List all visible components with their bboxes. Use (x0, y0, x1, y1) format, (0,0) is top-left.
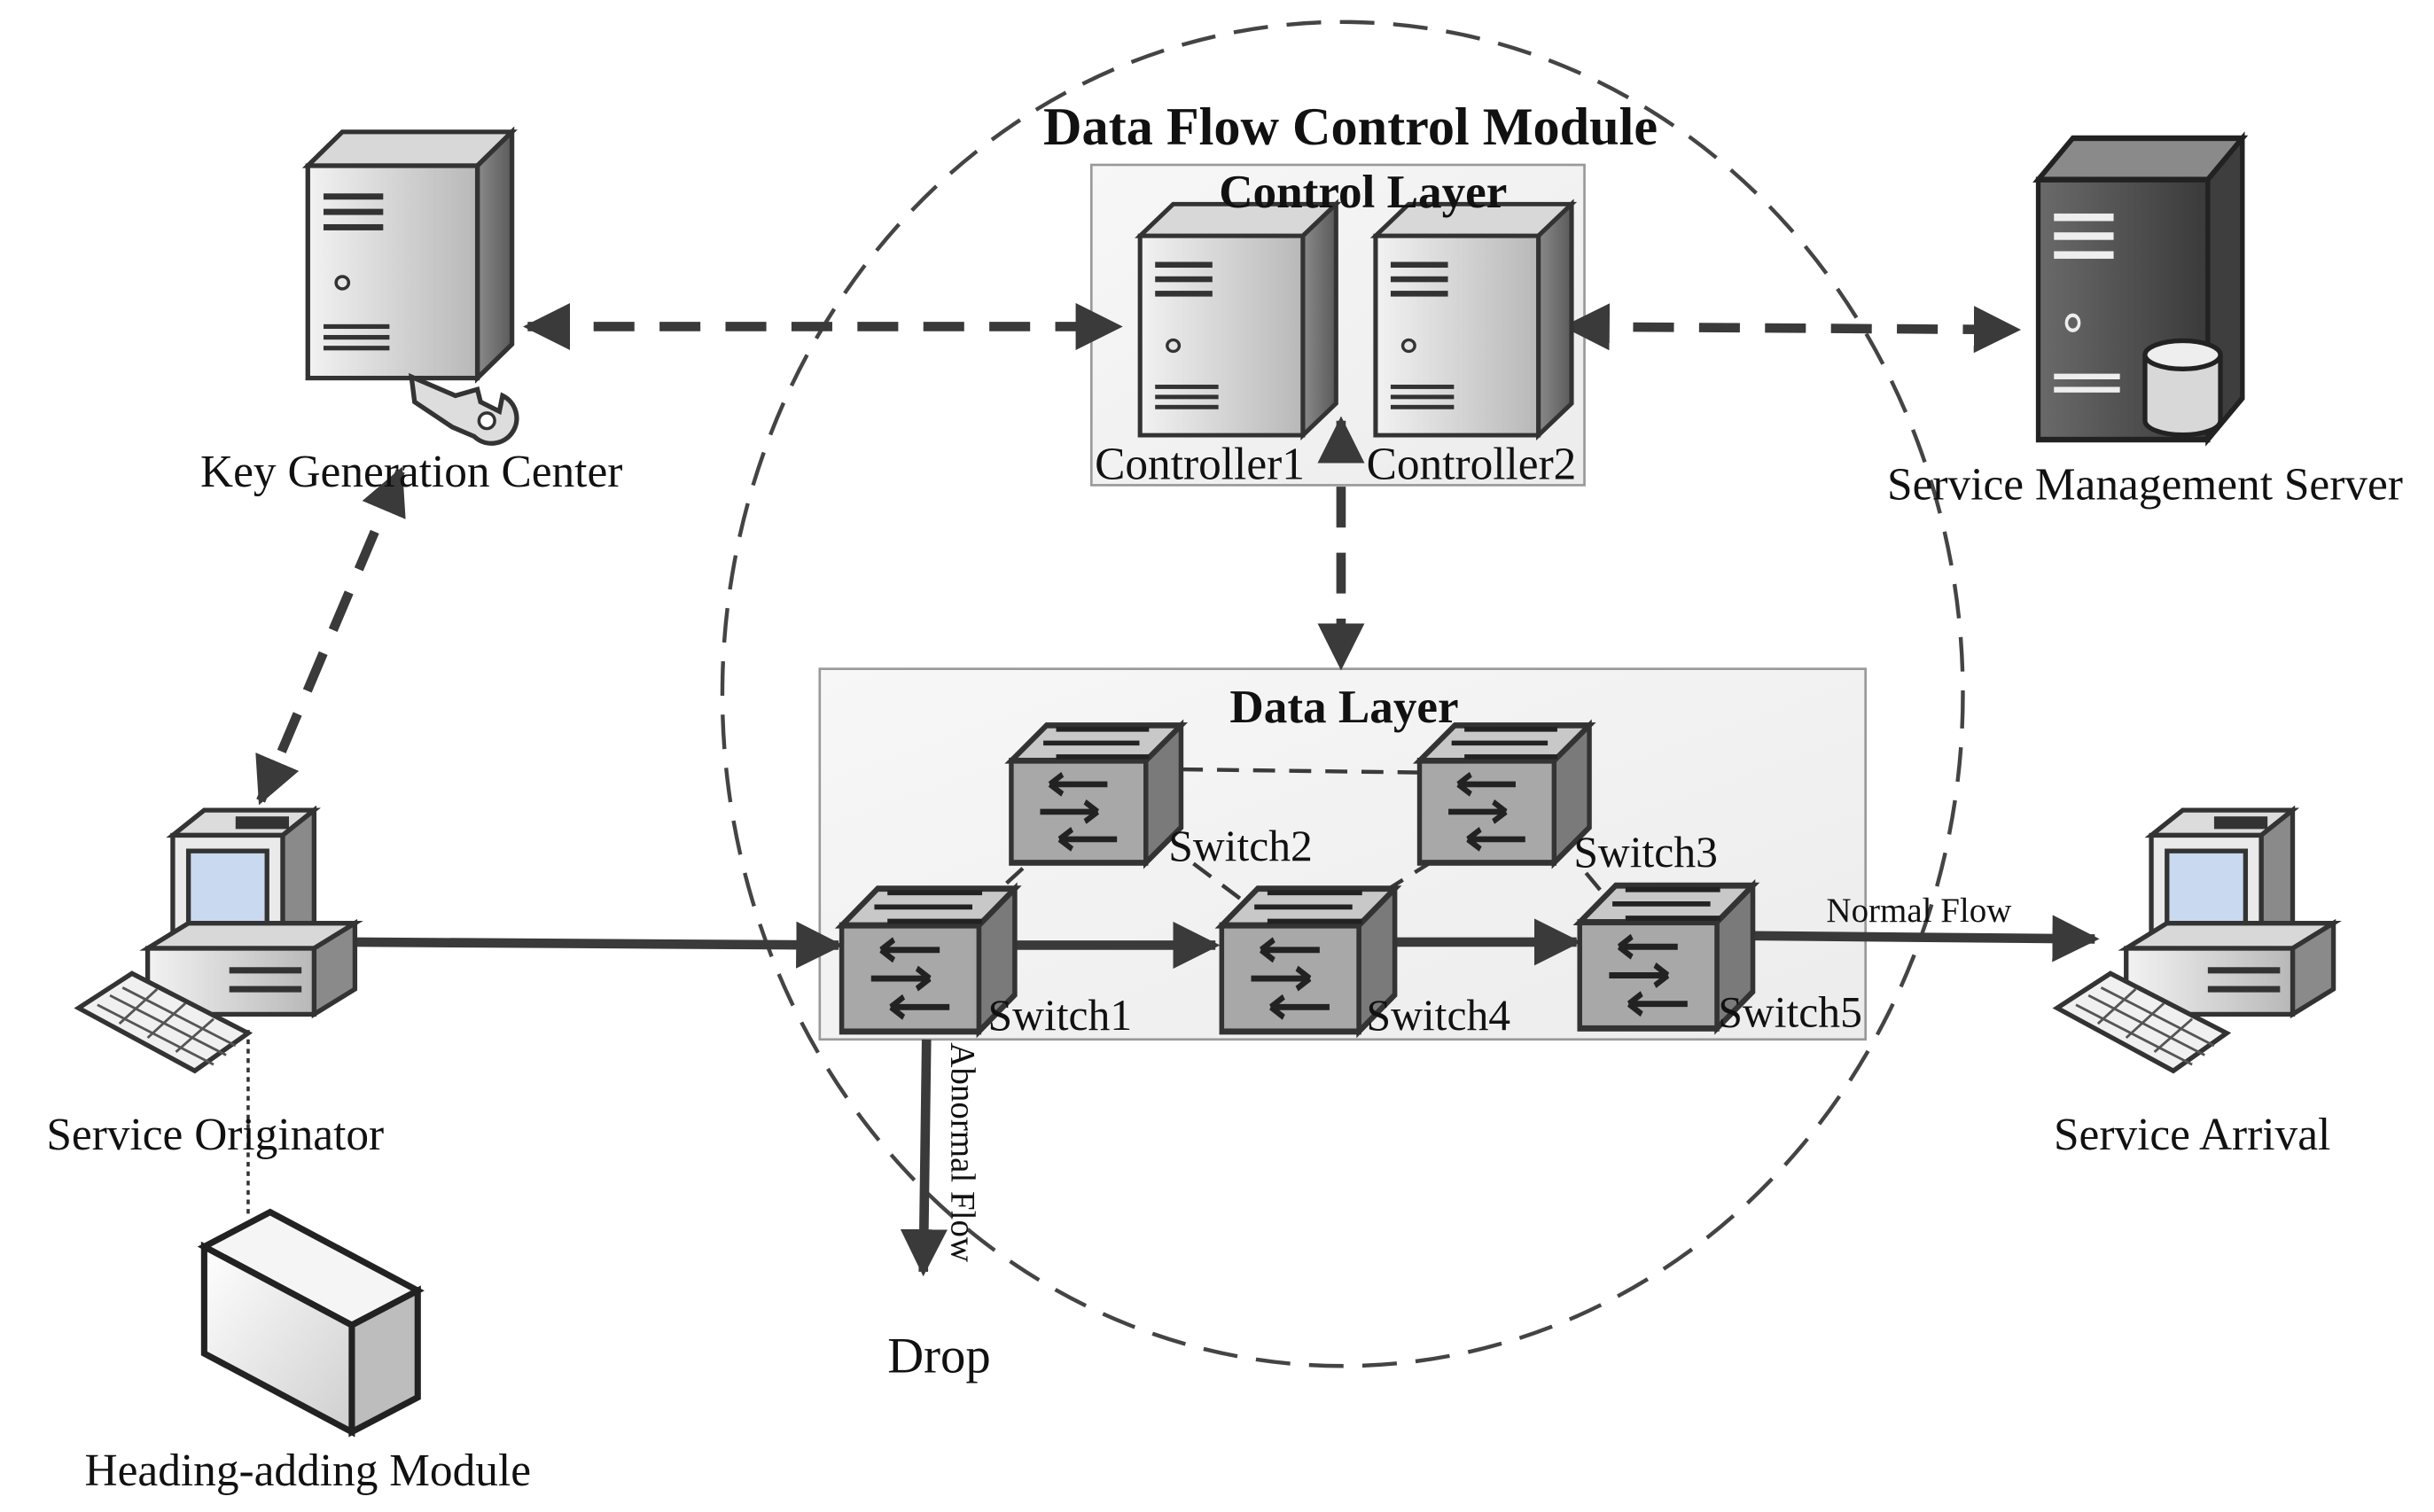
server-icon (1140, 204, 1336, 435)
server-icon (1376, 204, 1572, 435)
control-layer-label: Control Layer (1219, 167, 1507, 218)
flow-sw5-arrival (1752, 915, 2100, 963)
heading-module-label: Heading-adding Module (85, 1446, 532, 1496)
data-layer-label: Data Layer (1229, 682, 1458, 733)
drop-label: Drop (887, 1328, 990, 1383)
abnormal-flow-label: Abnormal Flow (944, 1042, 982, 1262)
mesh-sw2-sw4 (1192, 861, 1258, 913)
controller1-label: Controller1 (1095, 439, 1305, 489)
server-icon (308, 132, 511, 378)
key-icon (408, 372, 519, 446)
diagram-title: Data Flow Control Module (1043, 97, 1658, 157)
arrival-label: Service Arrival (2054, 1110, 2330, 1160)
controller2-label: Controller2 (1367, 439, 1577, 489)
link-controller2-mgmt (1562, 303, 2022, 354)
switch-icon (1420, 725, 1590, 862)
switch3-label: Switch3 (1573, 828, 1718, 877)
desktop-computer-icon (2057, 810, 2334, 1071)
originator-label: Service Originator (46, 1110, 384, 1160)
normal-flow-label: Normal Flow (1826, 892, 2011, 930)
desktop-computer-icon (79, 810, 355, 1071)
database-icon (2142, 338, 2223, 438)
switch5-label: Switch5 (1718, 988, 1862, 1037)
switch-icon (1011, 725, 1182, 862)
flow-originator-sw1 (355, 921, 844, 969)
switch4-label: Switch4 (1367, 991, 1511, 1040)
module-box-icon (197, 1208, 425, 1438)
module-boundary (720, 19, 1965, 1368)
switch1-label: Switch1 (988, 991, 1133, 1040)
mesh-sw2-sw3 (1181, 767, 1420, 775)
link-key-originator (255, 466, 406, 806)
flow-sw1-drop (900, 1039, 948, 1277)
key-center-label: Key Generation Center (200, 447, 622, 497)
mgmt-server-label: Service Management Server (1887, 459, 2403, 510)
switch2-label: Switch2 (1168, 822, 1313, 870)
